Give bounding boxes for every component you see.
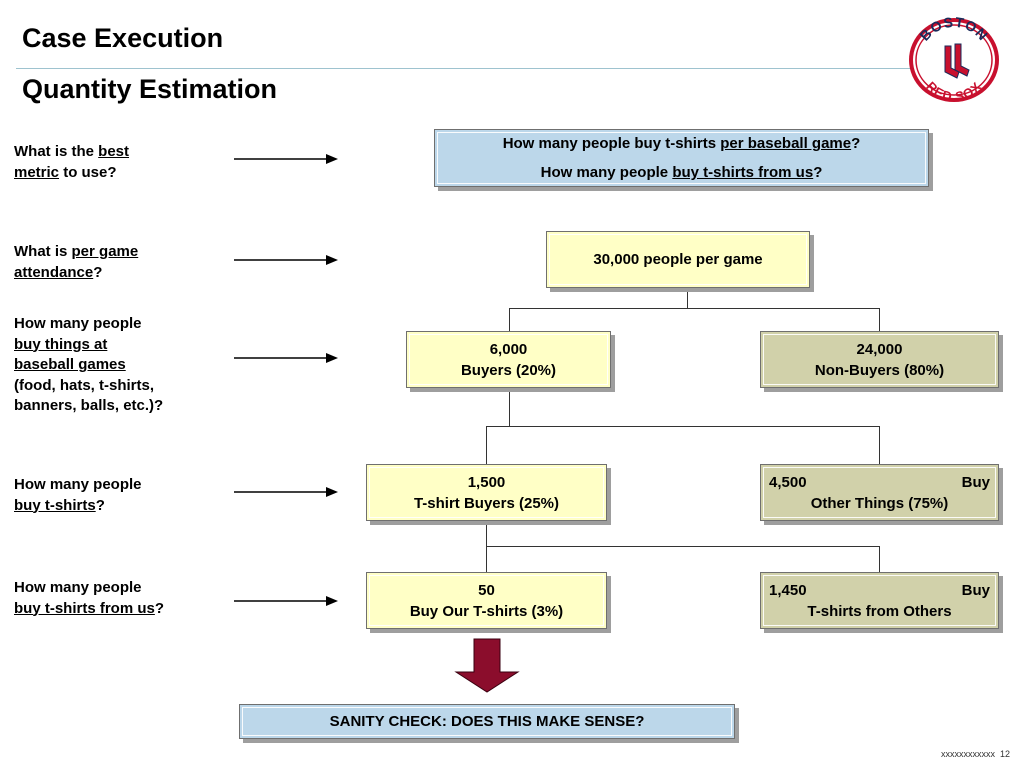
page-number: 12: [999, 749, 1010, 759]
node-value-row: 4,500 Buy: [761, 472, 998, 493]
node-label: Other Things (75%): [810, 494, 949, 512]
others-tshirts-node: 1,450 Buy T-shirts from Others: [760, 572, 999, 629]
question-per-game-attendance: What is per game attendance?: [14, 243, 139, 281]
red-sox-logo: BOSTON RED SOX: [909, 16, 999, 104]
sanity-check-label: SANITY CHECK: DOES THIS MAKE SENSE?: [329, 713, 645, 730]
connector-line: [879, 426, 880, 464]
connector-line: [687, 288, 688, 309]
other-things-node: 4,500 Buy Other Things (75%): [760, 464, 999, 521]
node-word: Buy: [961, 473, 990, 491]
connector-line: [879, 308, 880, 331]
right-arrow-icon: [234, 487, 338, 497]
node-label: T-shirts from Others: [807, 602, 952, 620]
right-arrow-icon: [234, 353, 338, 363]
right-arrow-icon: [234, 255, 338, 265]
node-value: 4,500: [769, 473, 807, 491]
metric-line-2: How many people buy t-shirts from us?: [540, 164, 823, 181]
page-title: Case Execution: [22, 23, 224, 53]
node-label: Buyers (20%): [460, 361, 557, 379]
title-divider: [16, 68, 916, 69]
footer: xxxxxxxxxxxx 12: [941, 749, 1010, 759]
connector-line: [509, 308, 880, 309]
footer-code: xxxxxxxxxxxx: [940, 749, 995, 759]
metric-line-1: How many people buy t-shirts per basebal…: [502, 135, 861, 152]
root-node: 30,000 people per game: [546, 231, 810, 288]
tshirt-buyers-node: 1,500 T-shirt Buyers (25%): [366, 464, 607, 521]
socks-icon: [944, 43, 970, 79]
node-value: 6,000: [489, 340, 528, 358]
question-buy-things: How many people buy things at baseball g…: [14, 315, 164, 414]
node-value: 50: [478, 581, 495, 599]
root-node-label: 30,000 people per game: [593, 251, 763, 268]
connector-line: [486, 546, 487, 572]
node-value-row: 1,450 Buy: [761, 580, 998, 601]
connector-line: [509, 308, 510, 331]
non-buyers-node: 24,000 Non-Buyers (80%): [760, 331, 999, 388]
page-subtitle: Quantity Estimation: [22, 74, 278, 104]
node-label: T-shirt Buyers (25%): [413, 494, 560, 512]
our-tshirts-node: 50 Buy Our T-shirts (3%): [366, 572, 607, 629]
node-value: 1,450: [769, 581, 807, 599]
connector-line: [879, 546, 880, 572]
metric-box: How many people buy t-shirts per basebal…: [434, 129, 929, 187]
right-arrow-icon: [234, 154, 338, 164]
down-arrow-icon: [454, 638, 520, 693]
node-label: Buy Our T-shirts (3%): [409, 602, 564, 620]
sanity-check-box: SANITY CHECK: DOES THIS MAKE SENSE?: [239, 704, 735, 739]
question-buy-tshirts: How many people buy t-shirts?: [14, 476, 142, 514]
question-best-metric: What is the best metric to use?: [14, 143, 130, 181]
buyers-node: 6,000 Buyers (20%): [406, 331, 611, 388]
right-arrow-icon: [234, 596, 338, 606]
connector-line: [486, 546, 880, 547]
connector-line: [509, 388, 510, 427]
node-value: 24,000: [856, 340, 903, 358]
connector-line: [486, 426, 487, 464]
connector-line: [486, 520, 487, 547]
connector-line: [486, 426, 880, 427]
node-value: 1,500: [467, 473, 506, 491]
node-word: Buy: [961, 581, 990, 599]
question-buy-from-us: How many people buy t-shirts from us?: [14, 579, 165, 617]
node-label: Non-Buyers (80%): [814, 361, 945, 379]
